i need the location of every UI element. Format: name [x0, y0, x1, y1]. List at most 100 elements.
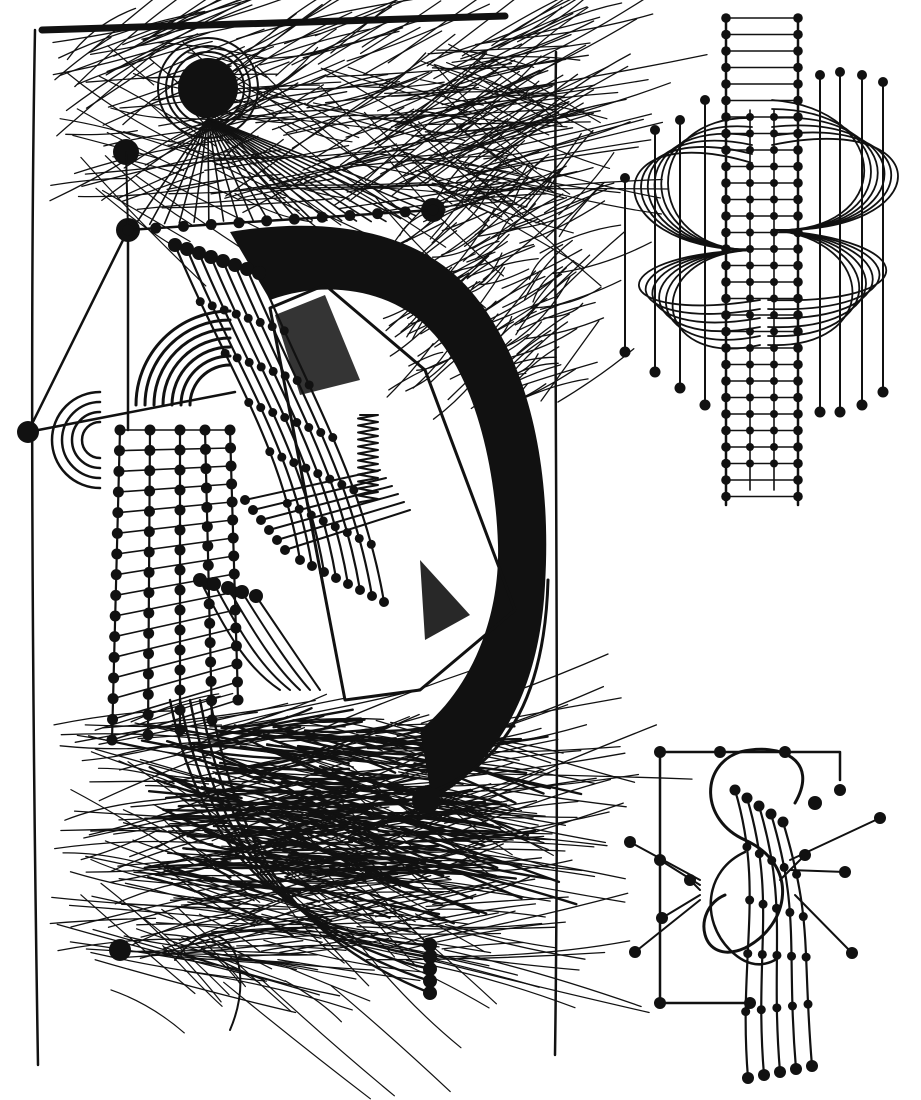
inner-dark-wedge — [420, 560, 470, 640]
ur-ladder-node — [721, 376, 731, 386]
string-end-dot — [295, 555, 305, 565]
bottom-hatch-dense-stroke — [208, 708, 354, 739]
bottom-hatch-stroke — [184, 970, 353, 1011]
top-hatch-stroke — [455, 125, 558, 195]
top-hatch-stroke — [390, 147, 517, 181]
bottom-hatch-stroke — [187, 882, 379, 934]
bottom-hatch-stroke — [277, 958, 421, 982]
triangle-arc — [170, 345, 232, 407]
bottom-hatch-stroke — [157, 859, 255, 927]
bottom-hatch-stroke — [57, 938, 190, 952]
ur-ladder-node — [721, 293, 731, 304]
right-hatch-stroke — [512, 188, 608, 227]
lr-string — [769, 812, 798, 1071]
top-hatch-stroke — [484, 100, 550, 136]
ladder-node — [143, 546, 155, 558]
side-arc — [80, 420, 102, 460]
string-node — [244, 398, 254, 407]
bottom-hatch-stroke — [100, 882, 222, 1003]
bottom-hatch-stroke — [139, 900, 318, 959]
top-hatch-stroke — [320, 67, 418, 126]
top-hatch-stroke — [95, 187, 172, 245]
top-line-dot — [150, 222, 162, 234]
top-line-dot — [288, 213, 300, 225]
string-head-dot — [252, 266, 266, 280]
top-hatch-stroke — [424, 139, 511, 155]
right-border-line — [553, 50, 559, 1057]
bottom-hatch-stroke — [260, 928, 502, 935]
right-hatch-stroke — [539, 224, 622, 254]
bottom-hatch-stroke — [352, 794, 478, 858]
string-head-dot — [192, 246, 206, 260]
ur-vertical-top-dot — [620, 173, 630, 183]
lr-string-node — [803, 999, 813, 1009]
bottom-hatch-stroke — [261, 979, 395, 1097]
right-hatch-stroke — [523, 239, 573, 300]
top-hatch-stroke — [431, 58, 567, 70]
bottom-hatch-stroke — [54, 840, 214, 850]
bottom-hatch-dense-stroke — [157, 770, 238, 800]
ladder-node — [174, 664, 186, 676]
bottom-hatch-stroke — [132, 839, 213, 864]
bottom-hatch-stroke — [181, 937, 241, 984]
bottom-hatch-dense-stroke — [282, 811, 445, 877]
string-node — [304, 423, 314, 432]
top-hatch-stroke — [327, 174, 447, 248]
ladder-node — [206, 695, 218, 707]
top-hatch-stroke — [237, 113, 405, 133]
lr-bracket-end-dot — [834, 784, 846, 796]
string-node — [280, 371, 290, 381]
lr-string — [733, 788, 751, 1080]
top-hatch-stroke — [426, 121, 591, 126]
ur-right-loop — [767, 137, 899, 302]
lr-corner-dot — [654, 997, 666, 1009]
top-hatch-stroke — [122, 0, 238, 46]
top-hatch-stroke — [66, 7, 137, 61]
top-line-dot — [177, 220, 189, 232]
bottom-hatch-stroke — [386, 910, 516, 950]
ur-ladder-node — [793, 442, 803, 452]
ladder-node — [174, 564, 186, 576]
side-arc — [50, 390, 102, 490]
ladder-node — [143, 627, 155, 639]
ladder-node — [142, 729, 154, 741]
top-hatch-stroke — [311, 26, 421, 84]
ladder-node — [200, 482, 212, 494]
top-hatch-stroke — [52, 0, 251, 44]
bottom-hatch-stroke — [85, 855, 273, 901]
lr-string-foot — [774, 1066, 786, 1078]
top-hatch-stroke — [510, 0, 644, 73]
bottom-hatch-stroke — [444, 949, 642, 1008]
bottom-hatch-stroke — [233, 815, 339, 914]
right-hatch-stroke — [535, 197, 589, 224]
bottom-hatch-stroke — [70, 896, 194, 928]
bottom-hatch-stroke — [178, 913, 374, 941]
top-hatch-stroke — [305, 73, 389, 106]
sun-ray — [207, 117, 328, 222]
bottom-hatch-stroke — [180, 905, 402, 947]
bottom-hatch-dense-stroke — [263, 747, 420, 816]
string-node — [301, 463, 311, 473]
ur-ladder-node — [793, 293, 803, 304]
right-hatch-stroke — [463, 200, 515, 247]
ladder-node — [202, 559, 214, 571]
bottom-hatch-stroke — [187, 901, 263, 920]
bottom-sweep-string — [198, 698, 432, 983]
bottom-hatch-stroke — [362, 827, 555, 869]
right-hatch-stroke — [524, 317, 605, 340]
ladder-node — [142, 709, 154, 721]
right-hatch-stroke — [543, 182, 615, 214]
lr-string-node — [771, 903, 781, 913]
body-string-dot — [264, 525, 274, 535]
top-hatch-stroke — [498, 82, 671, 135]
right-hatch-stroke — [466, 240, 508, 263]
ur-vertical-top-dot — [675, 115, 685, 125]
top-hatch-stroke — [315, 106, 405, 158]
string-end-dot — [331, 573, 341, 583]
lower-diagonal-string — [227, 587, 301, 691]
string-node — [231, 309, 241, 319]
bottom-hatch-stroke — [285, 825, 448, 922]
top-hatch-stroke — [58, 10, 206, 59]
string-node — [330, 522, 340, 532]
lower-string-head — [249, 589, 263, 603]
